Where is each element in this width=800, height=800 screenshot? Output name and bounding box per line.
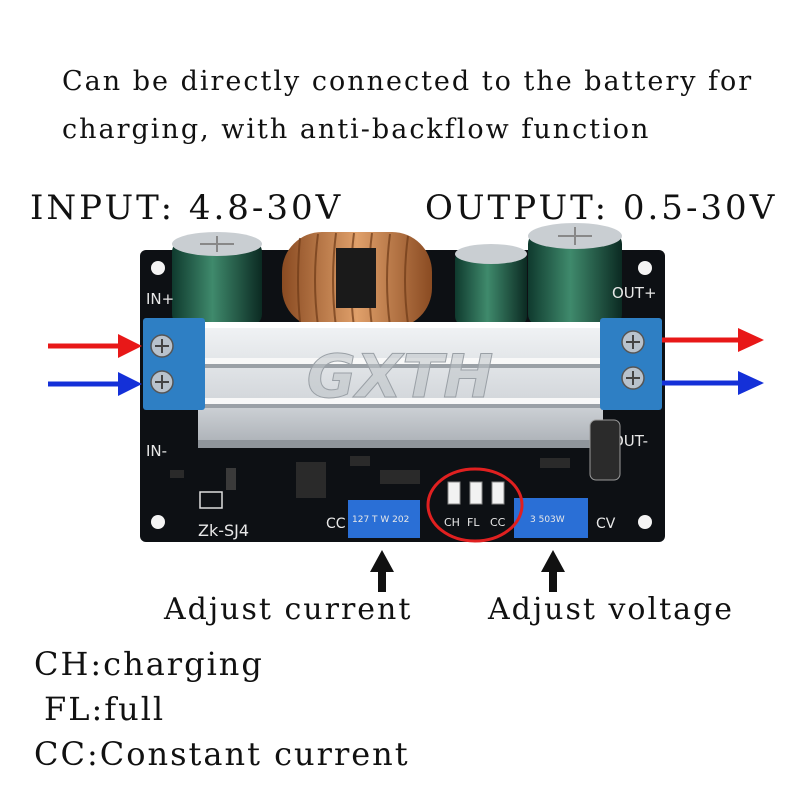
pot-right-text: 3 503W [530,515,565,525]
input-capacitor [172,232,262,326]
caption-line-1: Can be directly connected to the battery… [62,66,754,97]
adjust-voltage-label: Adjust voltage [488,592,734,627]
mount-hole [638,261,652,275]
in-minus-label: IN- [146,442,167,460]
current-potentiometer: 127 T W 202 [348,500,420,538]
output-arrows [662,328,764,395]
caption-line-2: charging, with anti-backflow function [62,114,651,145]
led-fl-label: FL [467,516,480,529]
mount-hole [151,515,165,529]
out-minus-label: OUT- [612,432,648,450]
cv-pot-label: CV [596,516,616,532]
mount-hole [638,515,652,529]
legend-item: FL:full [44,690,166,728]
legend-item: CC:Constant current [34,735,410,773]
smd-components [170,419,621,509]
led-cc-label: CC [490,516,506,529]
led-ch-label: CH [444,516,460,529]
legend-item: CH:charging [34,645,264,683]
output-terminal-block [600,318,662,410]
input-spec: INPUT: 4.8-30V [30,188,344,228]
pointer-arrows [370,550,565,592]
cc-pot-label: CC [326,516,346,532]
toroid-inductor [282,232,432,328]
voltage-potentiometer: 3 503W [514,498,588,538]
status-leds: CH FL CC [444,481,506,529]
input-arrows [48,334,142,396]
watermark: GXTH [307,342,494,412]
highlight-ring [426,467,524,543]
pot-left-text: 127 T W 202 [352,515,409,525]
model-label: Zk-SJ4 [198,521,249,540]
in-plus-label: IN+ [146,290,174,308]
heatsink [198,322,603,448]
output-spec: OUTPUT: 0.5-30V [425,188,778,228]
output-capacitor-small [455,244,527,326]
out-plus-label: OUT+ [612,284,657,302]
adjust-current-label: Adjust current [164,592,413,627]
output-capacitor-large [528,223,622,326]
mount-hole [151,261,165,275]
input-terminal-block [143,318,205,410]
